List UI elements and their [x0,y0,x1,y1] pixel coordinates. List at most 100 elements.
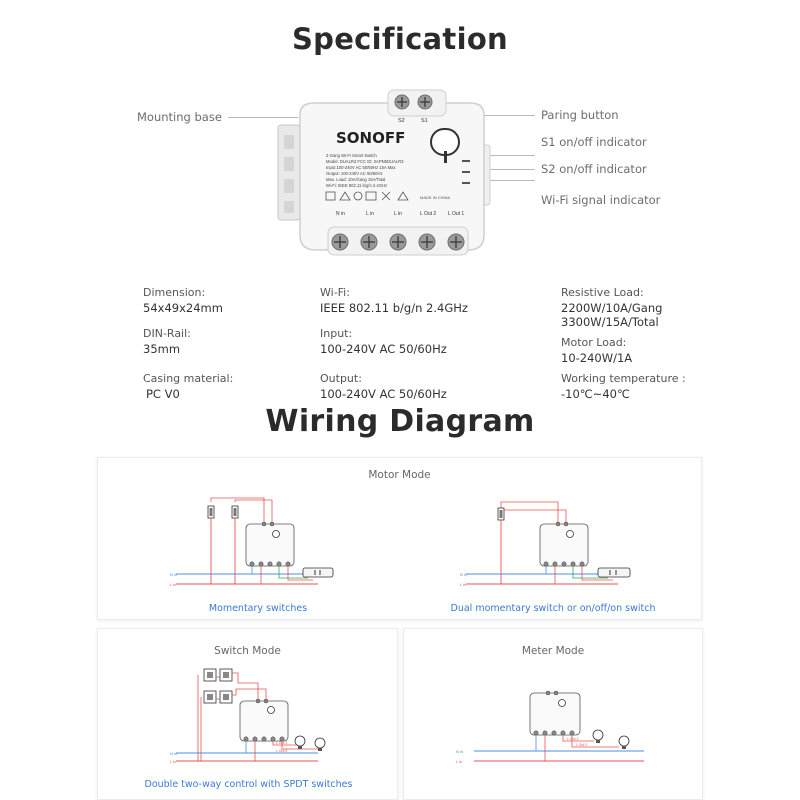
top-screws [394,94,433,110]
spec-resistive-load-value-1: 2200W/10A/Gang [561,301,663,315]
switch-mode-panel: Switch Mode L Out 1 [97,628,398,800]
spec-title: Specification [291,22,509,56]
spdt-switch-1 [203,668,233,682]
bulb-icon-1 [294,735,306,749]
spec-motor-load: Motor Load: 10-240W/1A [561,336,632,365]
switch-mode-title: Switch Mode [214,645,281,657]
bulb-icon-4 [618,735,630,749]
meter-mode-title: Meter Mode [521,645,585,657]
bottom-screws [331,233,465,251]
spec-dimension-label: Dimension: [143,286,206,299]
callout-line-wifi [475,180,535,181]
spec-resistive-load-value-2: 3300W/15A/Total [561,315,659,329]
spec-motor-load-value: 10-240W/1A [561,351,633,365]
callout-s2-indicator: S2 on/off indicator [541,162,647,176]
spdt-switch-2 [203,690,233,704]
spec-input-label: Input: [320,327,353,340]
spec-output-label: Output: [320,372,362,385]
switch-out2-label: L Out 2 [276,749,287,753]
switch-mode-caption: Double two-way control with SPDT switche… [144,779,353,790]
wire-label-l: L in [170,582,176,587]
wire-label-n: N in [170,572,177,577]
motor-icon [302,567,334,578]
spec-motor-load-label: Motor Load: [561,336,627,349]
wire-label-l-2: L in [460,582,466,587]
svg-text:Max. Load: 10A/Gang 15A/Total: Max. Load: 10A/Gang 15A/Total [326,177,385,182]
spec-casing: Casing material: PC V0 [143,372,233,401]
certification-icons [325,191,409,201]
spec-working-temp-value: -10℃~40℃ [561,387,630,401]
spec-wifi-value: IEEE 802.11 b/g/n 2.4GHz [320,301,468,315]
meter-out2-label: L Out 2 [576,743,587,747]
terminal-label-n-in: N in [336,211,345,217]
wifi-led [462,182,470,184]
callout-line-paring [455,115,535,116]
s1-led [462,160,470,162]
meter-out1-label: L Out 1 [567,737,578,741]
motor-right-diagram: N in L in [460,501,631,587]
callout-line-s2 [475,169,535,170]
s2-led [462,171,470,173]
wire-label-n-4: N in [456,749,463,754]
callout-wifi-indicator: Wi-Fi signal indicator [541,193,661,207]
spec-input: Input: 100-240V AC 50/60Hz [320,327,447,356]
callout-line-mounting [228,117,298,118]
spec-din-rail-label: DIN-Rail: [143,327,191,340]
mini-device-3 [239,700,289,742]
wire-label-l-3: L in [170,759,176,764]
momentary-switch-2 [231,505,239,519]
spec-working-temp-label: Working temperature : [561,372,686,385]
motor-mode-panel: Motor Mode N in L in [97,457,702,620]
mini-device [245,523,295,567]
motor-right-caption: Dual momentary switch or on/off/on switc… [450,603,656,614]
terminal-label-l-in-1: L in [366,211,374,217]
motor-icon-2 [597,567,631,578]
terminal-label-s1: S1 [421,118,428,124]
dual-momentary-switch [497,507,505,521]
mounting-base-rails [277,124,301,221]
spec-din-rail: DIN-Rail: 35mm [143,327,191,356]
spec-dimension: Dimension: 54x49x24mm [143,286,223,315]
wire-label-l-4: L in [456,759,462,764]
brand-logo: SONOFF [336,129,405,147]
callout-line-s1 [475,155,535,156]
made-in-label: MADE IN CHINA [420,195,451,200]
svg-text:Wi-Fi: IEEE 802.11 b/g/n 2.4GH: Wi-Fi: IEEE 802.11 b/g/n 2.4GHz [326,183,387,188]
meter-mode-diagram: L Out 1 L Out 2 N in L in [456,690,644,764]
terminal-label-l-out-1: L Out 1 [448,211,464,217]
model-text: 2-Gang Wi-Fi Smart Switch Model: DUALR3 … [326,153,404,188]
svg-text:2-Gang Wi-Fi Smart Switch: 2-Gang Wi-Fi Smart Switch [326,153,377,158]
bulb-icon-2 [314,737,326,751]
spec-input-value: 100-240V AC 50/60Hz [320,342,447,356]
terminal-label-s2: S2 [398,118,405,124]
spec-output: Output: 100-240V AC 50/60Hz [320,372,447,401]
switch-mode-diagram: L Out 1 L Out 2 N in L in [170,668,326,764]
meter-mode-panel: Meter Mode L Out 1 L Out 2 N in L in [403,628,703,800]
momentary-switch-1 [207,505,215,519]
svg-text:Input:100-240V AC 50/60Hz 15A: Input:100-240V AC 50/60Hz 15A Max [326,165,397,170]
spec-casing-label: Casing material: [143,372,234,385]
device-illustration: S2 S1 SONOFF 2-Gang Wi-Fi Smart Switch M… [277,89,491,256]
motor-mode-title: Motor Mode [368,469,431,481]
wire-label-n-2: N in [460,572,467,577]
callout-paring-button: Paring button [541,108,619,122]
terminal-label-l-in-2: L in [394,211,402,217]
spec-dimension-value: 54x49x24mm [143,301,223,315]
wire-label-n-3: N in [170,751,177,756]
spec-din-rail-value: 35mm [143,342,181,356]
terminal-label-l-out-2: L Out 2 [420,211,436,217]
switch-out1-label: L Out 1 [276,741,287,745]
spec-working-temp: Working temperature : -10℃~40℃ [561,372,686,401]
callout-s1-indicator: S1 on/off indicator [541,135,647,149]
mini-device-4 [529,692,581,736]
spec-resistive-load-label: Resistive Load: [561,286,644,299]
spec-casing-value: PC V0 [146,387,180,401]
spec-wifi-label: Wi-Fi: [320,286,350,299]
callout-mounting-base: Mounting base [137,110,222,124]
spec-output-value: 100-240V AC 50/60Hz [320,387,447,401]
spec-resistive-load: Resistive Load: 2200W/10A/Gang 3300W/15A… [561,286,662,329]
spec-wifi: Wi-Fi: IEEE 802.11 b/g/n 2.4GHz [320,286,468,315]
motor-left-caption: Momentary switches [208,603,308,614]
bulb-icon-3 [592,729,604,743]
svg-text:Model: DUALR3 FCC ID: 2APN5: Model: DUALR3 FCC ID: 2APN5DUALR3 [326,159,404,164]
